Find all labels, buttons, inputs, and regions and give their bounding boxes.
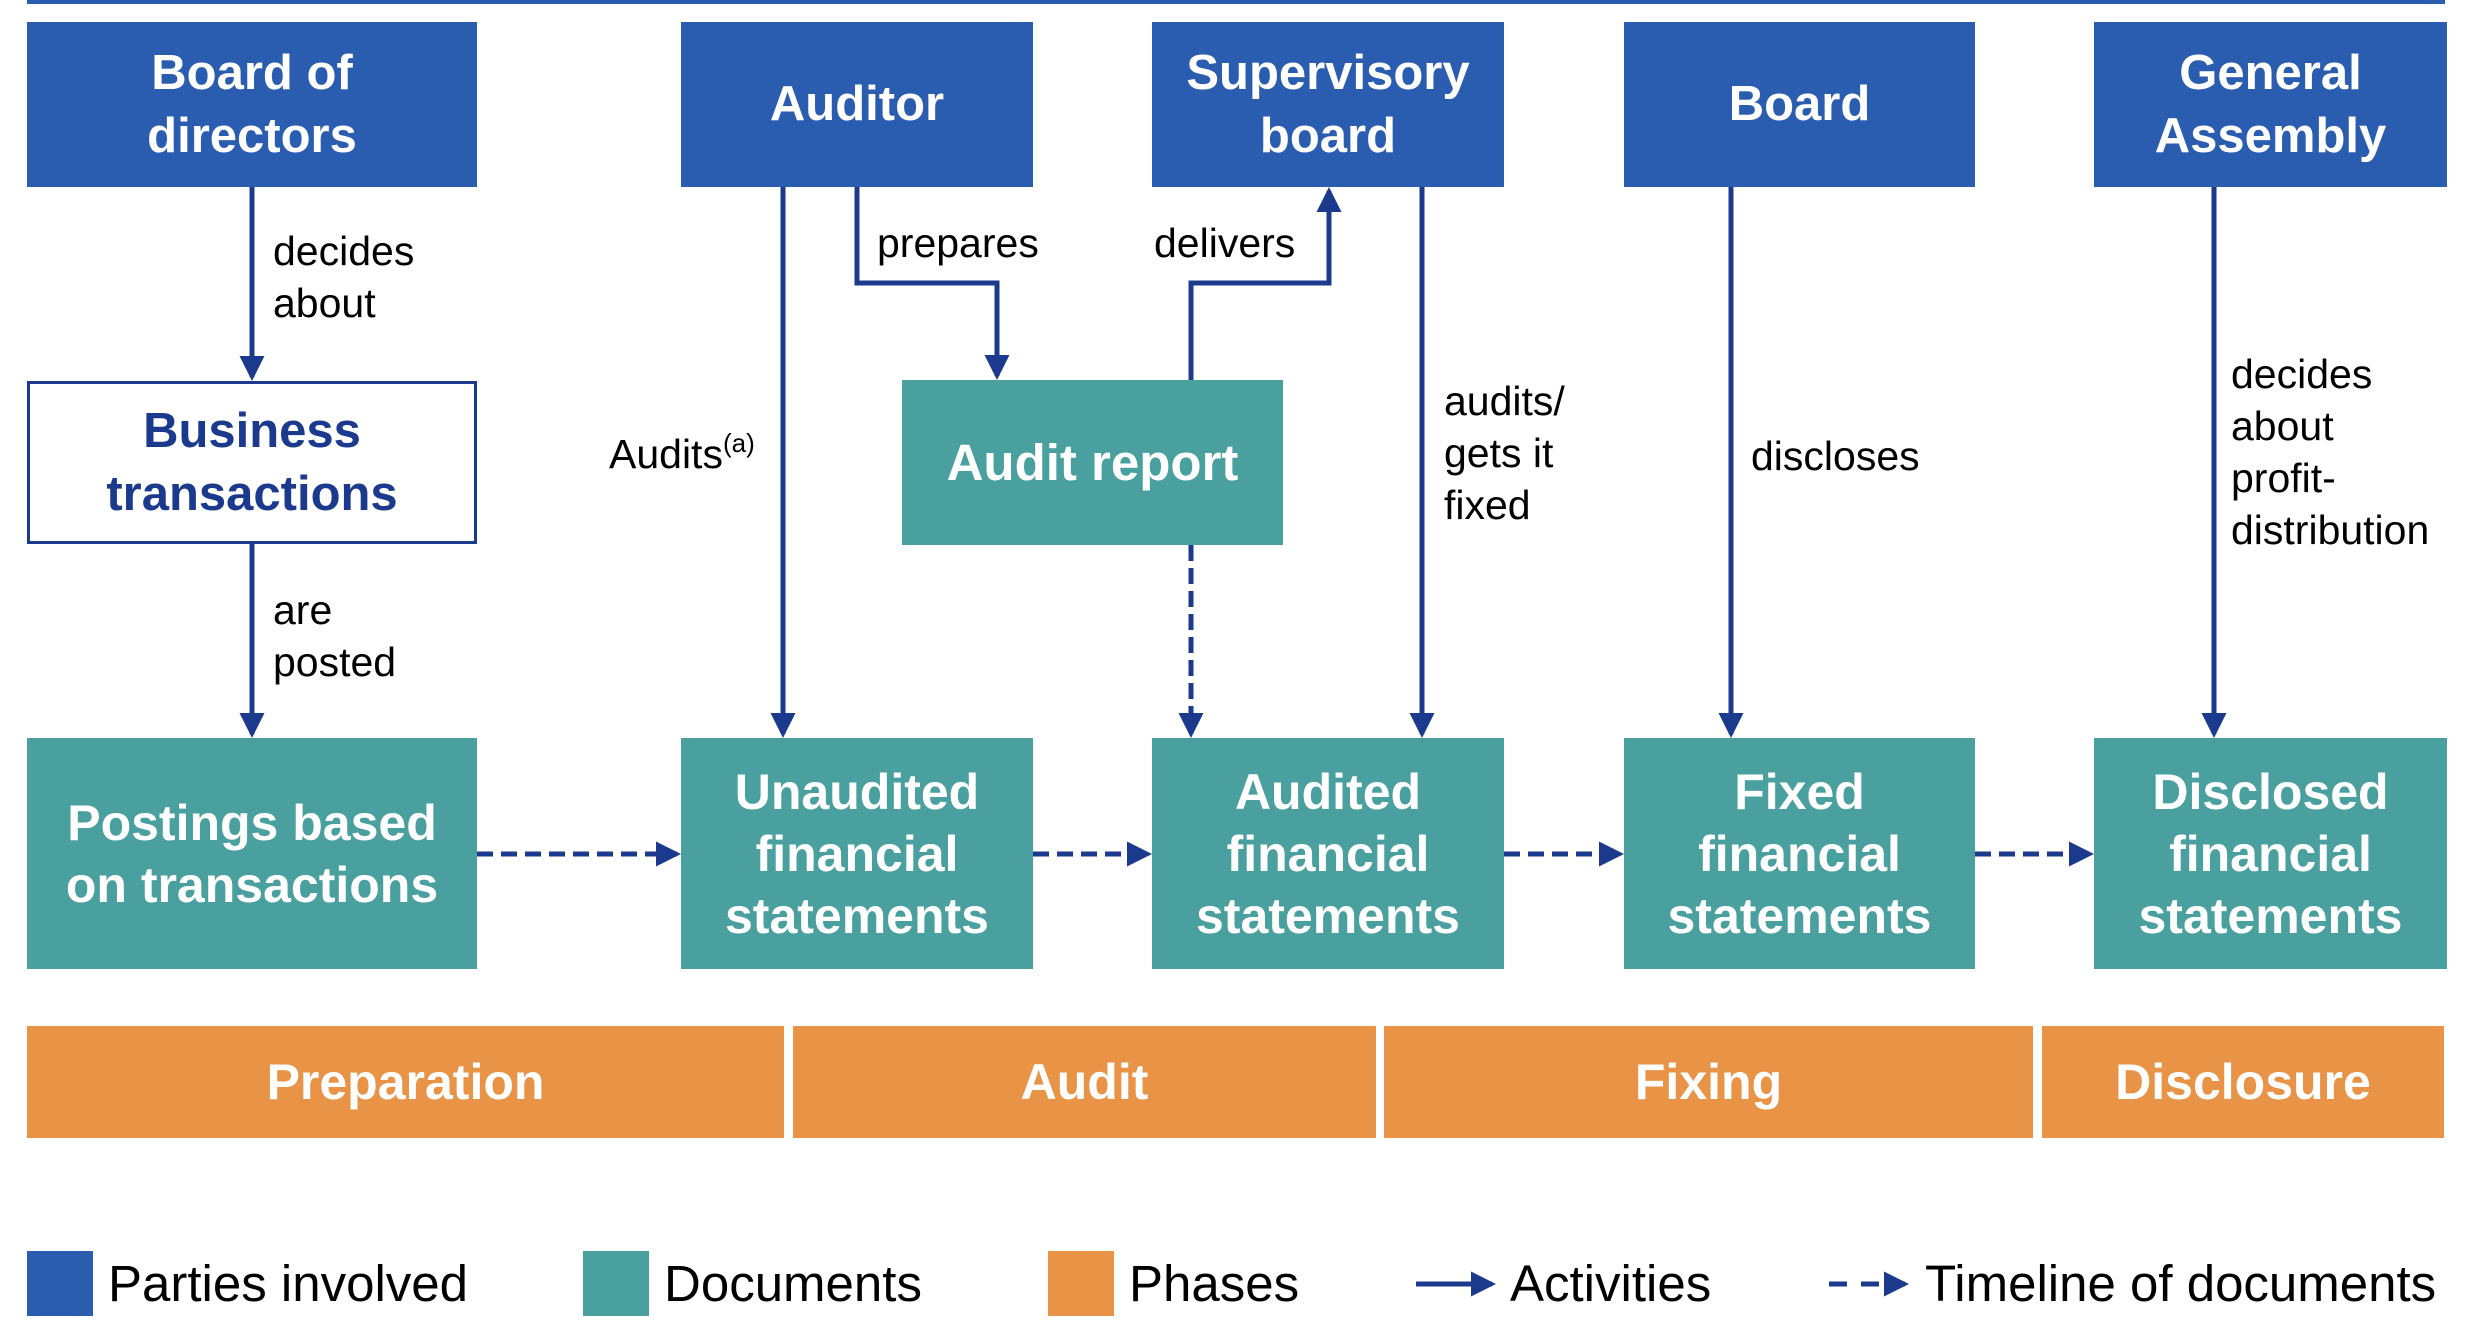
label-decides-profit-distribution: decides about profit- distribution xyxy=(2231,351,2430,553)
arrow-delivers xyxy=(1188,186,1342,380)
legend-activities-label: Activities xyxy=(1510,1255,1712,1312)
label-audits: Audits(a) xyxy=(609,428,755,480)
legend-parties-swatch xyxy=(27,1251,93,1316)
legend-documents-swatch xyxy=(583,1251,649,1316)
legend-timeline-label: Timeline of documents xyxy=(1925,1255,2437,1312)
party-board: Board xyxy=(1624,22,1975,187)
audit-report-box: Audit report xyxy=(902,380,1283,545)
party-supervisory-board: Supervisory board xyxy=(1152,22,1504,187)
label-delivers: delivers xyxy=(1154,220,1296,266)
label-are-posted: are posted xyxy=(273,587,397,685)
label-prepares: prepares xyxy=(877,220,1039,266)
document-audited-statements: Audited financial statements xyxy=(1152,738,1504,969)
document-fixed-statements: Fixed financial statements xyxy=(1624,738,1975,969)
top-rule xyxy=(27,0,2445,4)
business-transactions-box: Business transactions xyxy=(27,381,477,544)
label-decides-about: decides about xyxy=(273,228,415,326)
document-unaudited-statements: Unaudited financial statements xyxy=(681,738,1033,969)
phase-audit: Audit xyxy=(793,1026,1376,1138)
document-disclosed-statements: Disclosed financial statements xyxy=(2094,738,2447,969)
label-discloses: discloses xyxy=(1751,433,1920,479)
legend-phases-label: Phases xyxy=(1129,1255,1300,1312)
phase-disclosure: Disclosure xyxy=(2042,1026,2444,1138)
legend-phases-swatch xyxy=(1048,1251,1114,1316)
party-board-of-directors: Board of directors xyxy=(27,22,477,187)
arrow-prepares xyxy=(854,187,1010,381)
label-audits-text: Audits xyxy=(609,431,723,477)
legend-parties-label: Parties involved xyxy=(108,1255,469,1312)
label-audits-gets-fixed: audits/ gets it fixed xyxy=(1444,378,1565,528)
phase-fixing: Fixing xyxy=(1384,1026,2033,1138)
footnote-marker: (a) xyxy=(722,428,755,458)
document-postings: Postings based on transactions xyxy=(27,738,477,969)
legend-documents-label: Documents xyxy=(664,1255,922,1312)
party-auditor: Auditor xyxy=(681,22,1033,187)
phase-preparation: Preparation xyxy=(27,1026,784,1138)
party-general-assembly: General Assembly xyxy=(2094,22,2447,187)
